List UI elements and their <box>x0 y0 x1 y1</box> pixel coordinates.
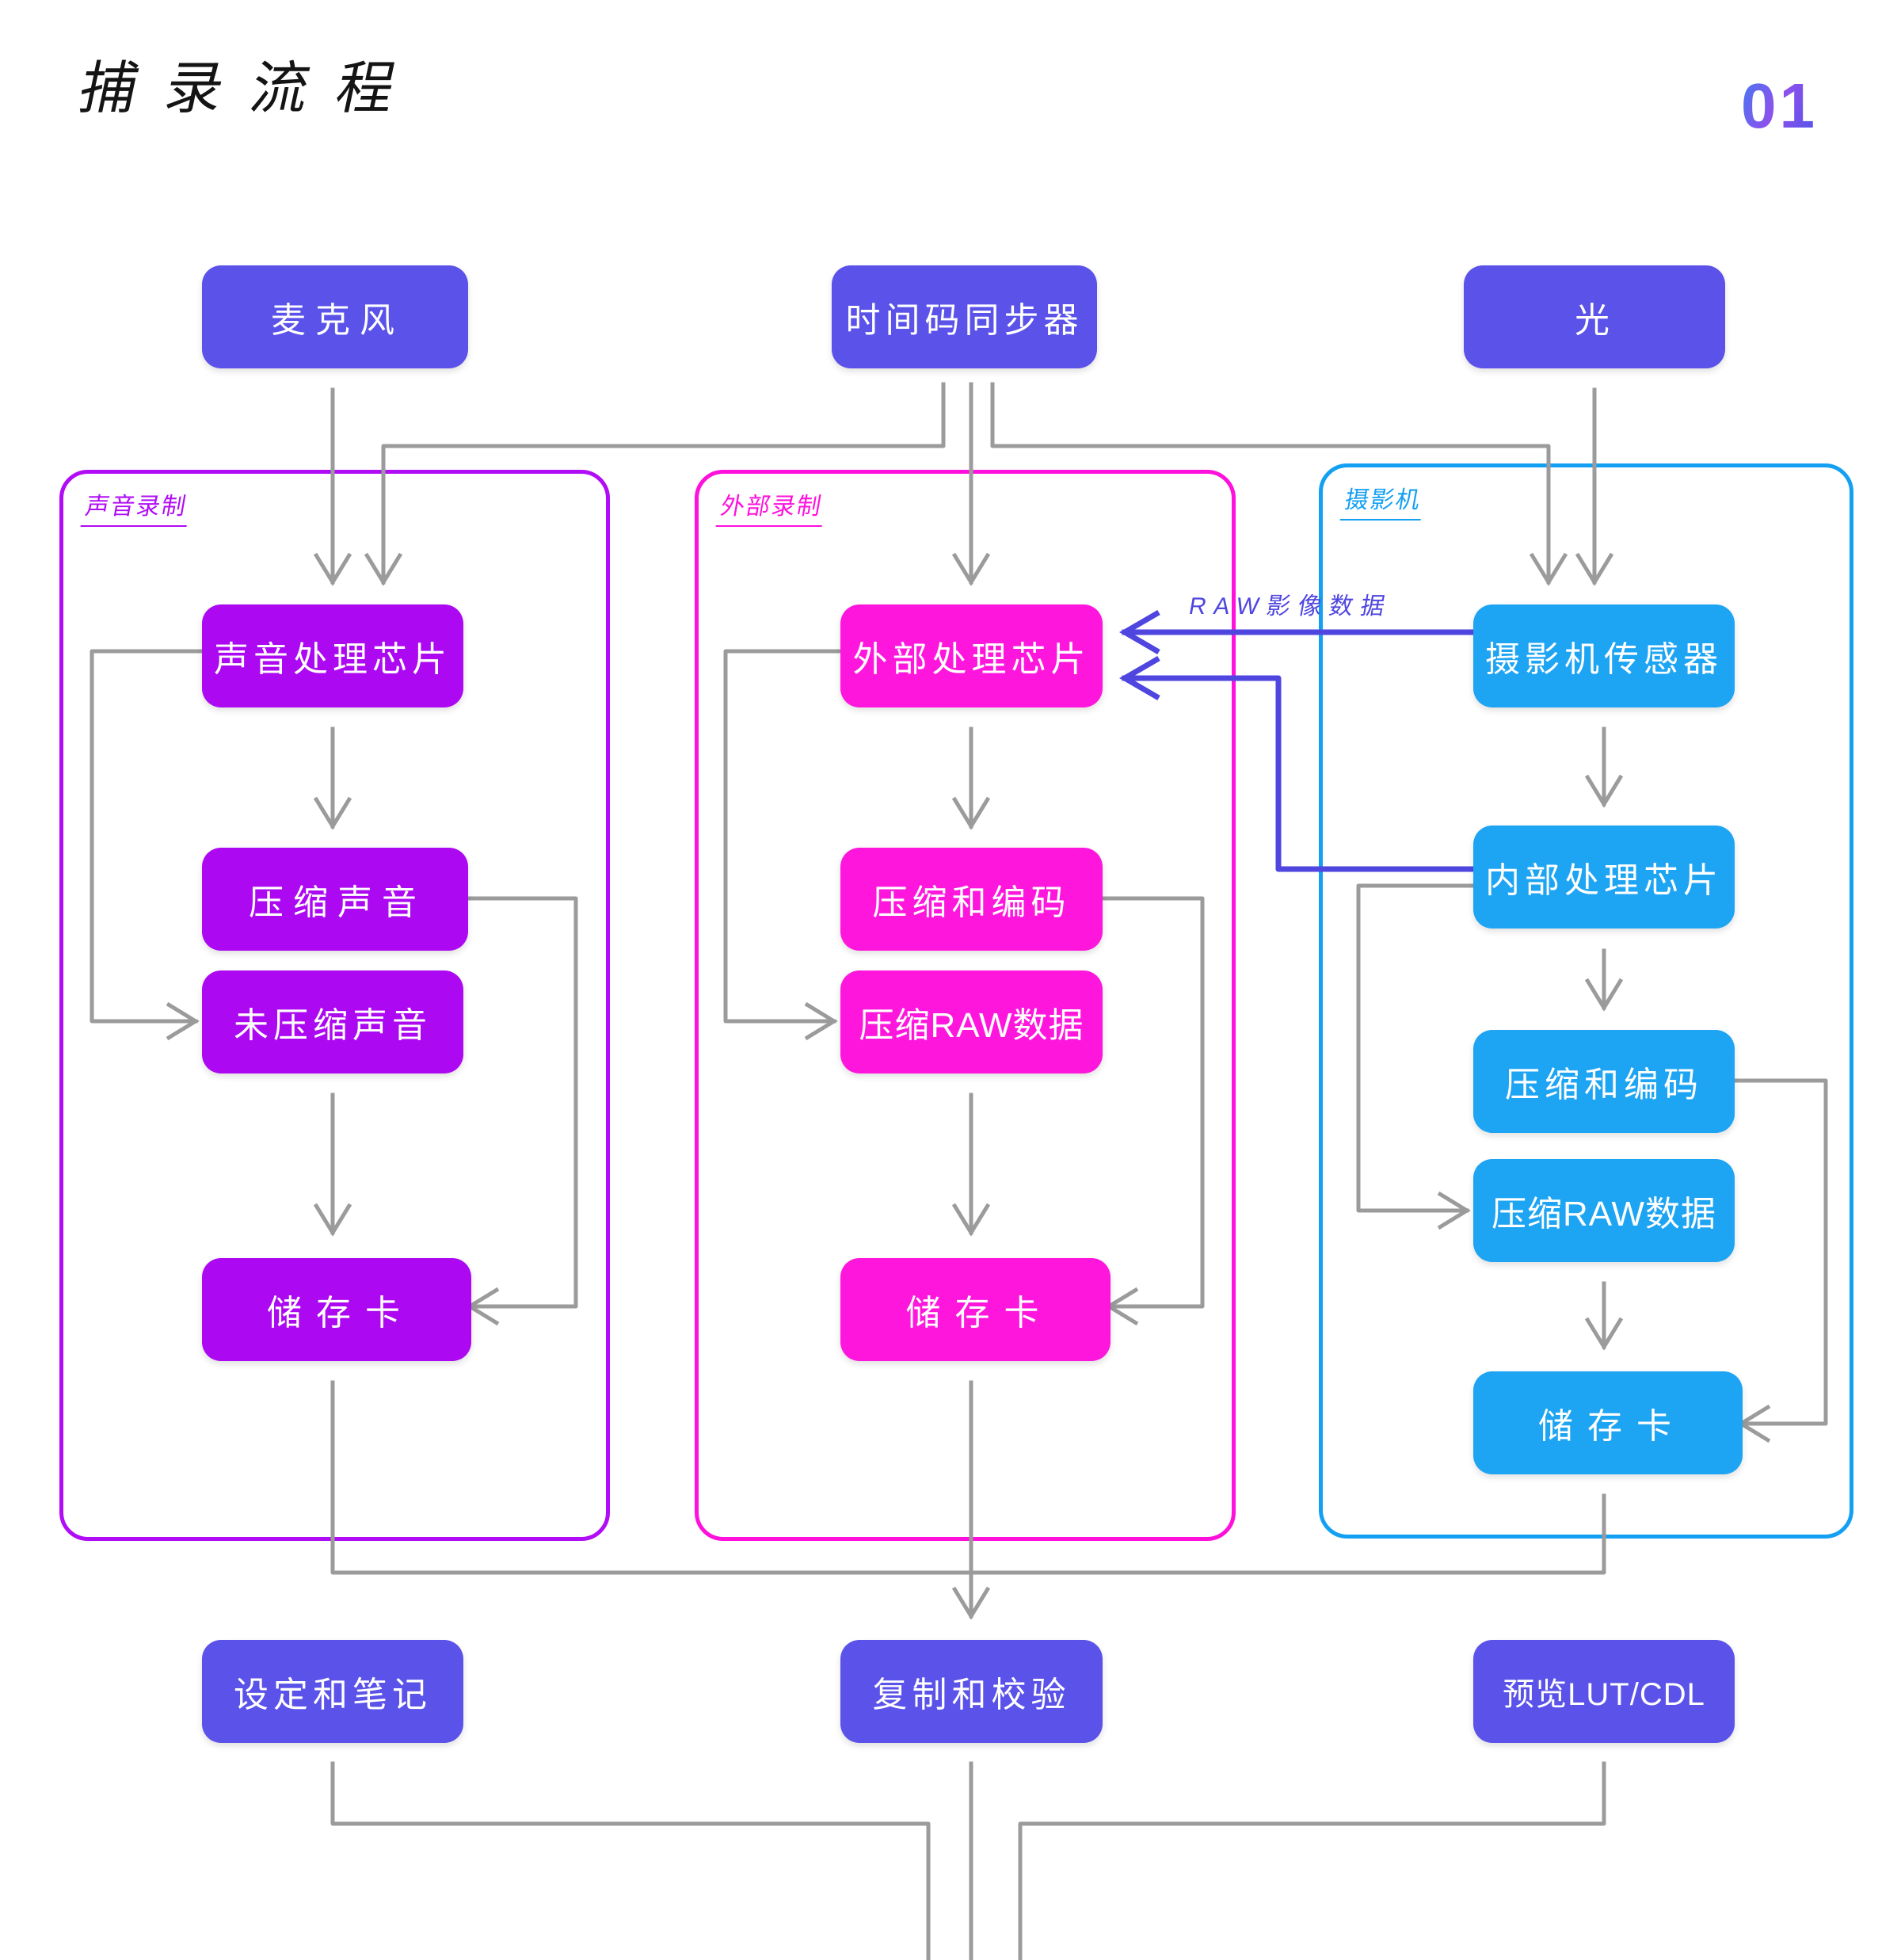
node-timecode-sync: 时间码同步器 <box>832 265 1097 368</box>
loop-external-chip-to-raw <box>723 649 843 1041</box>
node-microphone: 麦克风 <box>202 265 468 368</box>
connector-camera-card-out <box>969 1493 1606 1575</box>
connector-timecode-to-camera-sensor <box>990 382 1568 586</box>
connector-settings-out <box>330 1761 931 1960</box>
node-sound-chip: 声音处理芯片 <box>202 604 463 707</box>
page-title: 捕录流程 <box>73 55 430 121</box>
loop-camera-encode-to-card <box>1732 1078 1828 1443</box>
connector-sound-card-out <box>330 1380 973 1575</box>
loop-compressed-sound-to-card <box>461 896 578 1326</box>
node-external-chip: 外部处理芯片 <box>840 604 1103 707</box>
raw-data-label: RAW影像数据 <box>1187 593 1395 620</box>
node-camera-encode: 压缩和编码 <box>1473 1030 1735 1133</box>
section-camera: 摄影机 <box>1319 463 1853 1539</box>
node-camera-raw: 压缩RAW数据 <box>1473 1159 1735 1262</box>
node-internal-chip: 内部处理芯片 <box>1473 826 1735 929</box>
node-settings-notes: 设定和笔记 <box>202 1640 463 1743</box>
node-external-raw: 压缩RAW数据 <box>840 970 1103 1073</box>
connector-lut-out <box>1018 1761 1606 1960</box>
connector-timecode-to-sound-chip <box>364 382 946 586</box>
node-compressed-sound: 压缩声音 <box>202 848 468 951</box>
node-light: 光 <box>1464 265 1725 368</box>
section-external-recording: 外部录制 <box>695 470 1236 1541</box>
node-external-encode: 压缩和编码 <box>840 848 1103 951</box>
loop-internal-chip-to-raw <box>1356 883 1476 1230</box>
loop-external-encode-to-card <box>1100 896 1205 1326</box>
node-external-storage-card: 储存卡 <box>840 1258 1111 1361</box>
page-number-badge: 01 <box>1741 71 1818 141</box>
node-camera-storage-card: 储存卡 <box>1473 1371 1743 1474</box>
node-copy-verify: 复制和校验 <box>840 1640 1103 1743</box>
node-sound-storage-card: 储存卡 <box>202 1258 471 1361</box>
node-uncompressed-sound: 未压缩声音 <box>202 970 463 1073</box>
node-preview-lut-cdl: 预览LUT/CDL <box>1473 1640 1735 1743</box>
raw-data-arrow-internal-chip-to-external-chip <box>1119 655 1476 872</box>
loop-sound-chip-to-uncompressed <box>90 649 204 1041</box>
node-camera-sensor: 摄影机传感器 <box>1473 604 1735 707</box>
